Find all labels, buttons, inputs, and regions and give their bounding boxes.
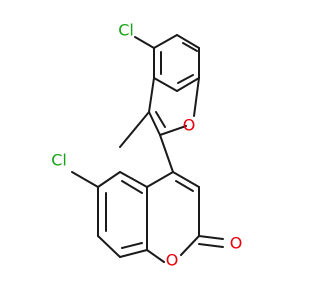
bond-c-cl xyxy=(134,36,155,49)
carbonyl-bond-double xyxy=(198,243,224,248)
bond-double-inner xyxy=(121,242,143,249)
bond xyxy=(172,171,200,188)
bond xyxy=(97,235,121,258)
bond-double-inner xyxy=(121,180,143,194)
pyranone-oxygen-label: O xyxy=(166,251,179,270)
coumarin-benzene-ring xyxy=(97,171,148,258)
furan-ring xyxy=(148,77,200,136)
bond xyxy=(180,235,200,256)
bond xyxy=(176,34,200,49)
bond-double-inner xyxy=(182,42,198,52)
bond xyxy=(148,77,155,113)
bond xyxy=(176,77,200,92)
carbonyl-bond xyxy=(198,235,224,240)
bond xyxy=(148,111,161,136)
bond-double-inner xyxy=(177,74,194,84)
carbonyl-oxygen-label: O xyxy=(230,234,243,253)
structure-canvas: Cl O O O Cl xyxy=(51,21,243,270)
bond xyxy=(119,171,148,188)
bond-double-inner xyxy=(175,180,194,192)
bond xyxy=(146,249,165,263)
bond xyxy=(146,171,174,188)
methyl-bond xyxy=(119,111,150,148)
biaryl-bond xyxy=(159,134,174,173)
bond xyxy=(119,249,148,258)
benzofuran-benzene-ring xyxy=(153,34,200,92)
bond xyxy=(153,34,178,49)
bond xyxy=(153,77,178,92)
bond xyxy=(193,77,200,117)
molecule-diagram: Cl O O O Cl xyxy=(51,21,243,270)
bond xyxy=(159,125,187,136)
bond-c-cl xyxy=(71,171,99,188)
bond-double-inner xyxy=(155,111,166,128)
chlorine-atom-label: Cl xyxy=(118,21,134,40)
furan-oxygen-label: O xyxy=(183,116,196,135)
bond xyxy=(97,171,121,188)
chlorine-atom-label: Cl xyxy=(51,151,67,170)
pyranone-ring xyxy=(146,171,200,263)
